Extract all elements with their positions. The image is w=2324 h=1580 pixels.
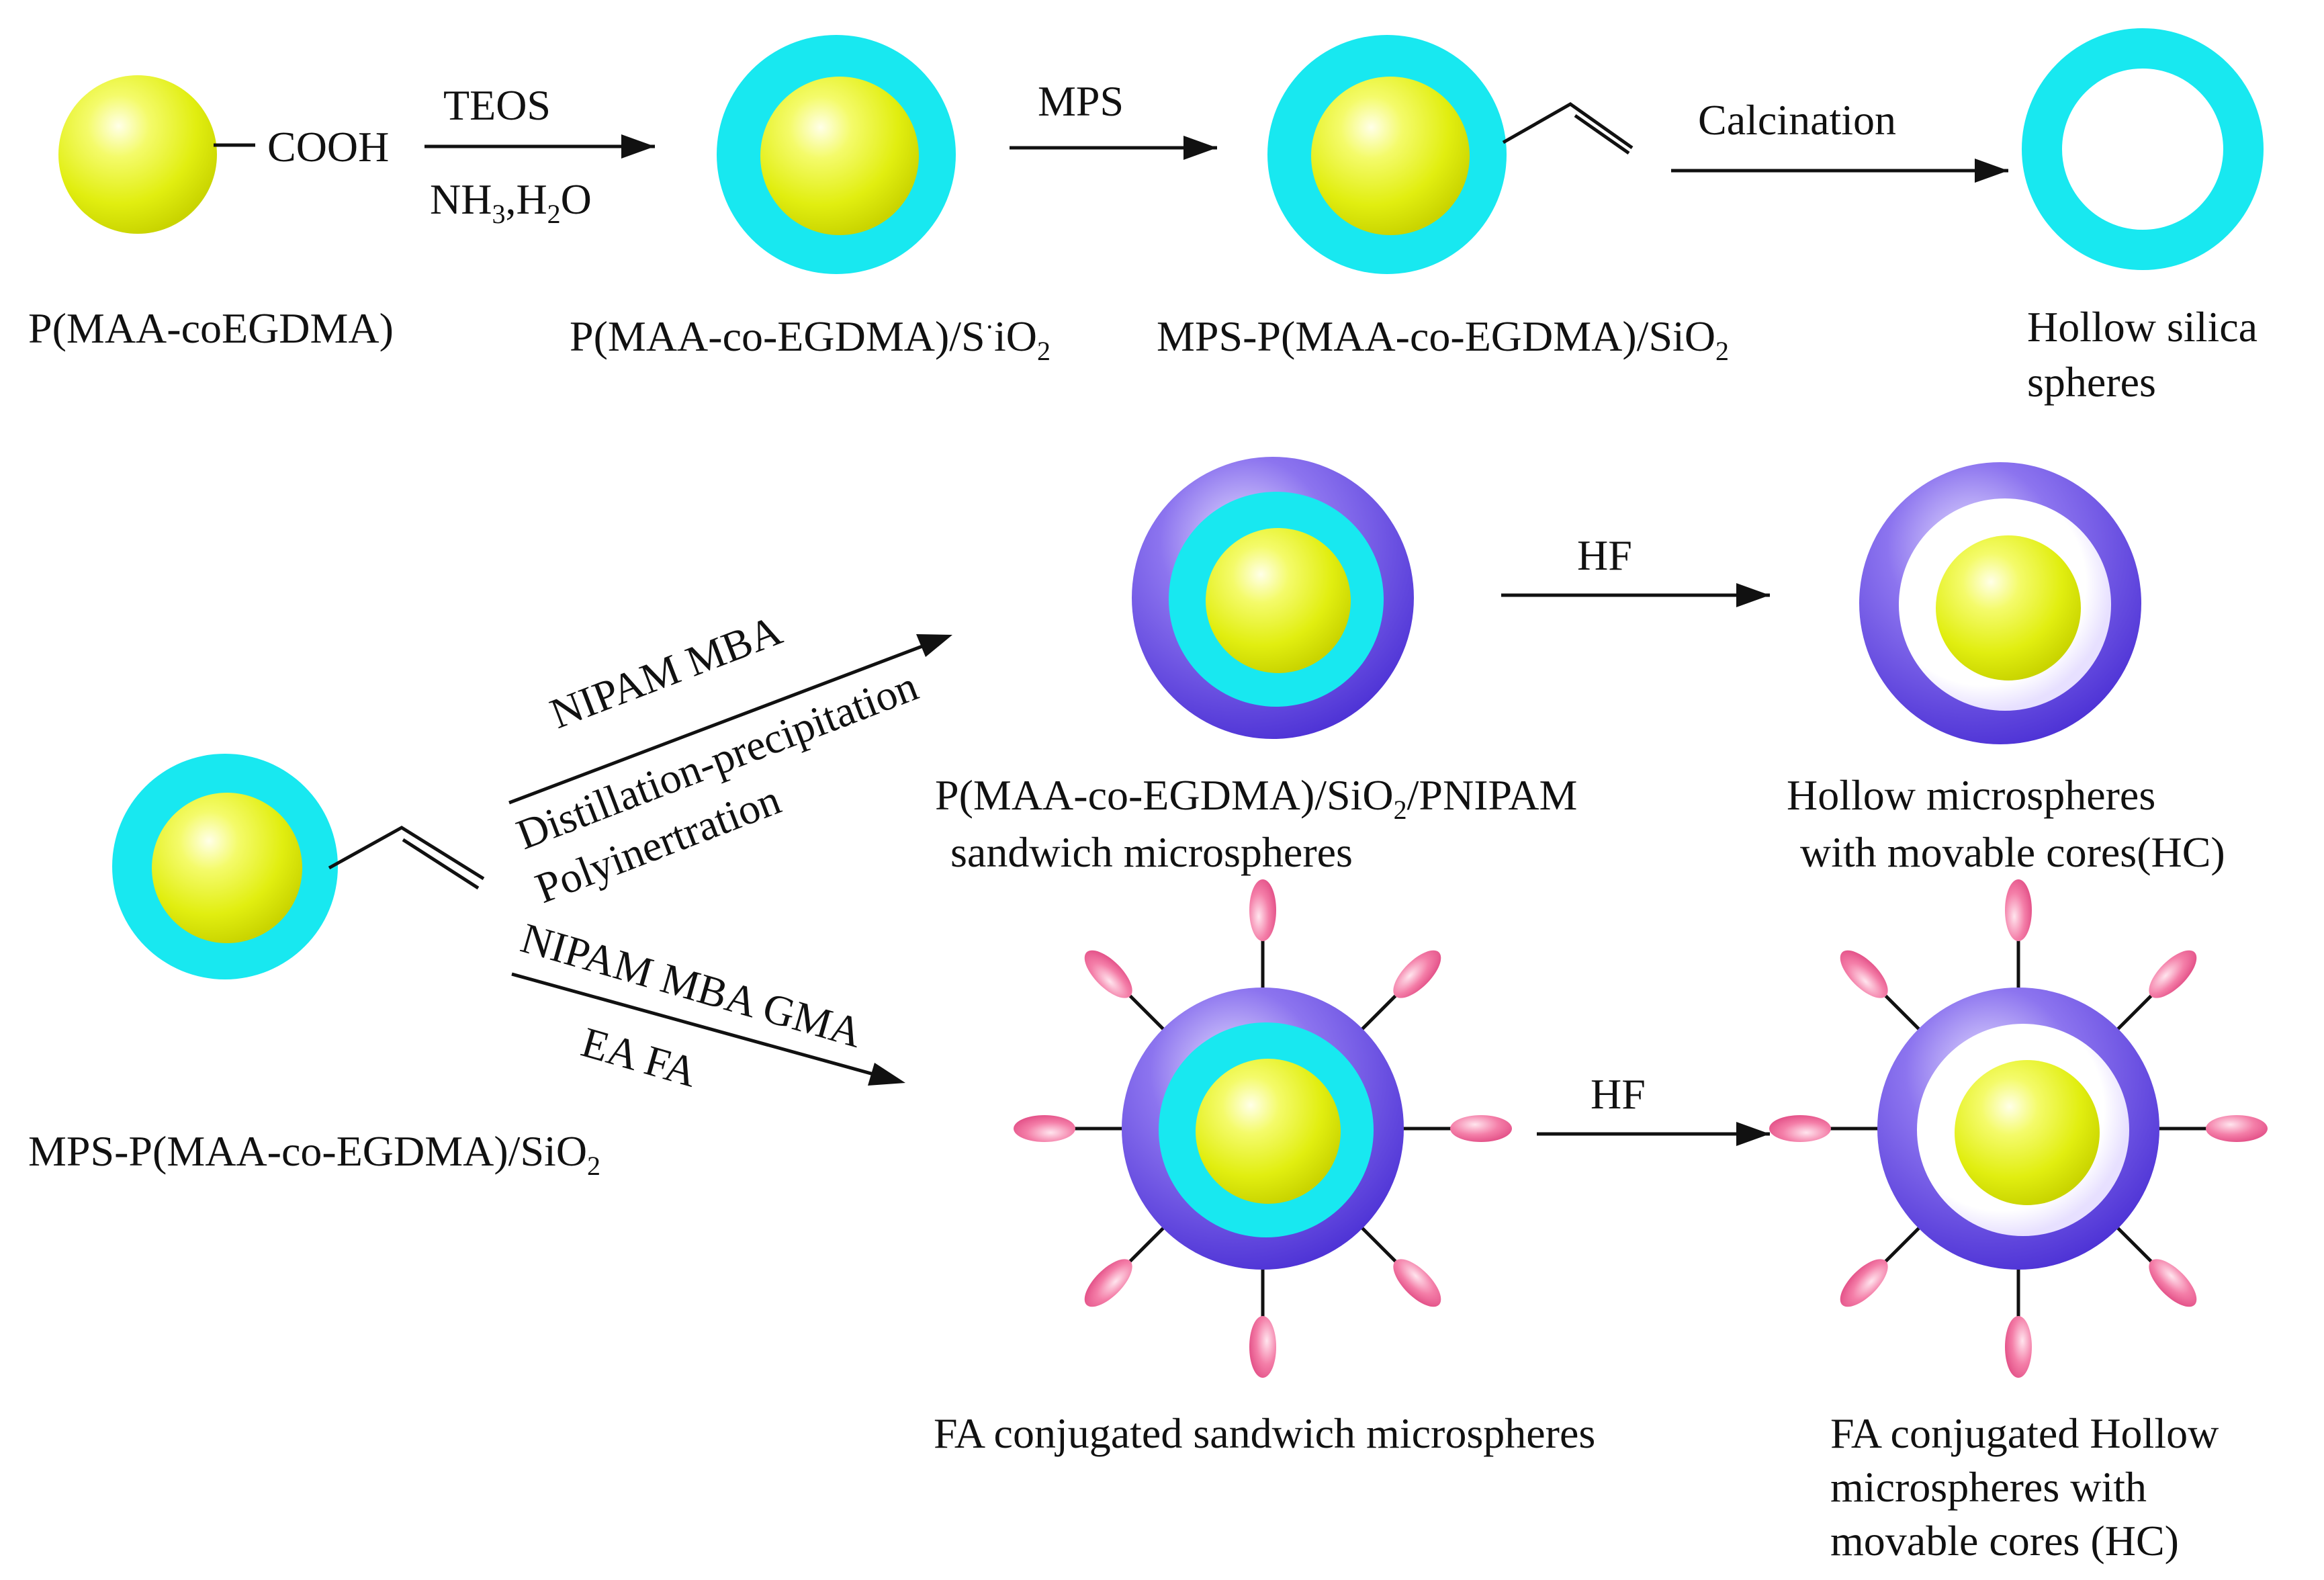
calcination-label: Calcination [1698,96,1896,144]
upper-top-label: NIPAM MBA [544,606,789,738]
ligand-stick [1359,994,1397,1033]
fa-ligand-4 [1249,1316,1276,1378]
core-sphere [58,75,217,234]
fa-ligand-6 [1769,1115,1831,1142]
fa-ligand-2 [2206,1115,2268,1142]
lower-branch-arrowhead [868,1063,905,1086]
movable-core [1936,535,2081,681]
ligand-stick [1884,1225,1922,1263]
ligand-stick [1359,1225,1397,1263]
branch: MPS-P(MAA-co-EGDMA)/SiO2 NIPAM MBA Disti… [28,606,952,1181]
lower-top-label: NIPAM MBA GMA [516,914,867,1057]
fa-ligands-left [1014,879,1512,1378]
fa-ligand-1 [1393,950,1441,998]
core-sphere [1196,1059,1341,1204]
fa-hollow-label-3: movable cores (HC) [1830,1517,2179,1565]
fa-hollow-label-2: microspheres with [1830,1463,2147,1511]
ligand-stick [2114,1225,2153,1263]
fa-ligand-7 [1840,950,1888,998]
teos-arrowhead [621,134,655,159]
start-label: MPS-P(MAA-co-EGDMA)/SiO2 [28,1127,600,1181]
core-sphere [152,793,302,943]
hf-arrowhead-row3 [1736,1122,1770,1146]
lower-bottom-label: EA FA [576,1018,703,1096]
upper-branch-arrowhead [916,634,952,657]
fa-ligand-5 [1840,1259,1888,1307]
fa-ligand-4 [2005,1316,2032,1378]
hf-label-row3: HF [1591,1070,1646,1118]
nh3-h2o-label: NH3,H2O [430,175,592,229]
fa-ligand-6 [1014,1115,1075,1142]
hollow-silica-ring [2022,28,2264,270]
fa-ligand-1 [2149,950,2197,998]
ligand-stick [2114,994,2153,1033]
hollow-label-1: Hollow microspheres [1787,771,2155,819]
hf-arrowhead-row2 [1736,583,1770,607]
core-sphere [760,77,919,235]
mps-label: MPS [1038,77,1124,125]
fa-ligand-7 [1084,950,1132,998]
lower-branch-arrow [511,972,901,1084]
label-mps: MPS-P(MAA-co-EGDMA)/SiO2 [1157,312,1729,366]
label-core: P(MAA-coEGDMA) [28,304,394,352]
vinyl-group [1502,102,1634,155]
fa-hollow-label-1: FA conjugated Hollow [1830,1409,2219,1457]
row1: COOH TEOS NH3,H2O MPS Calcination P(MAA-… [28,28,2264,406]
calcination-arrowhead [1975,159,2008,183]
fa-ligand-0 [2005,879,2032,941]
core-sphere [1206,528,1351,673]
fa-ligand-3 [2149,1259,2197,1307]
row3: HF FA conjugated sandwich microspheres F… [934,879,2268,1565]
hf-label-row2: HF [1577,531,1632,579]
teos-label: TEOS [443,81,551,129]
row2: HF P(MAA-co-EGDMA)/SiO2/PNIPAM sandwich … [935,457,2225,876]
ligand-stick [1884,994,1922,1033]
ligand-stick [1128,994,1167,1033]
fa-ligand-5 [1084,1259,1132,1307]
upper-branch-arrow [508,635,948,805]
cooh-label: COOH [267,123,389,171]
ligand-stick [1128,1225,1167,1263]
label-hollow-2: spheres [2027,358,2156,406]
sandwich-label-1: P(MAA-co-EGDMA)/SiO2/PNIPAM [935,771,1577,825]
mps-arrowhead [1183,136,1217,160]
fa-ligand-3 [1393,1259,1441,1307]
sandwich-label-2: sandwich microspheres [950,828,1353,876]
fa-sandwich-label: FA conjugated sandwich microspheres [934,1409,1595,1457]
label-sio2: P(MAA-co-EGDMA)/S·iO2 [570,312,1051,366]
fa-ligand-0 [1249,879,1276,941]
movable-core [1955,1060,2100,1205]
fa-ligand-2 [1450,1115,1512,1142]
hollow-label-2: with movable cores(HC) [1800,828,2225,876]
fa-ligands-right [1769,879,2268,1378]
label-hollow-1: Hollow silica [2027,303,2258,351]
vinyl-group [328,826,485,890]
core-sphere [1311,77,1470,235]
